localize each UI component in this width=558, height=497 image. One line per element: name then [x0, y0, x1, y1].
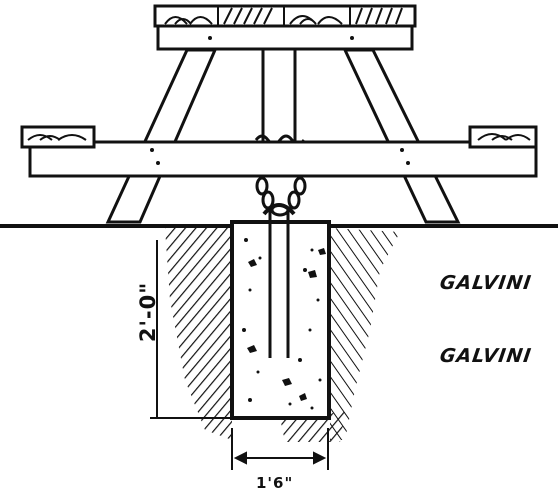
width-dimension-line — [231, 428, 329, 470]
callout-label-1: GALVINI — [438, 272, 534, 294]
depth-dimension-line — [150, 240, 232, 419]
tabletop — [153, 4, 417, 51]
callout-label-2: GALVINI — [438, 345, 534, 367]
anchor-chain — [255, 176, 307, 217]
depth-dimension-label: 2'-0" — [136, 281, 161, 343]
bench-seat — [20, 125, 538, 178]
center-post — [261, 44, 297, 146]
concrete-footing — [230, 203, 331, 420]
width-dimension-label: 1'6" — [256, 474, 294, 492]
